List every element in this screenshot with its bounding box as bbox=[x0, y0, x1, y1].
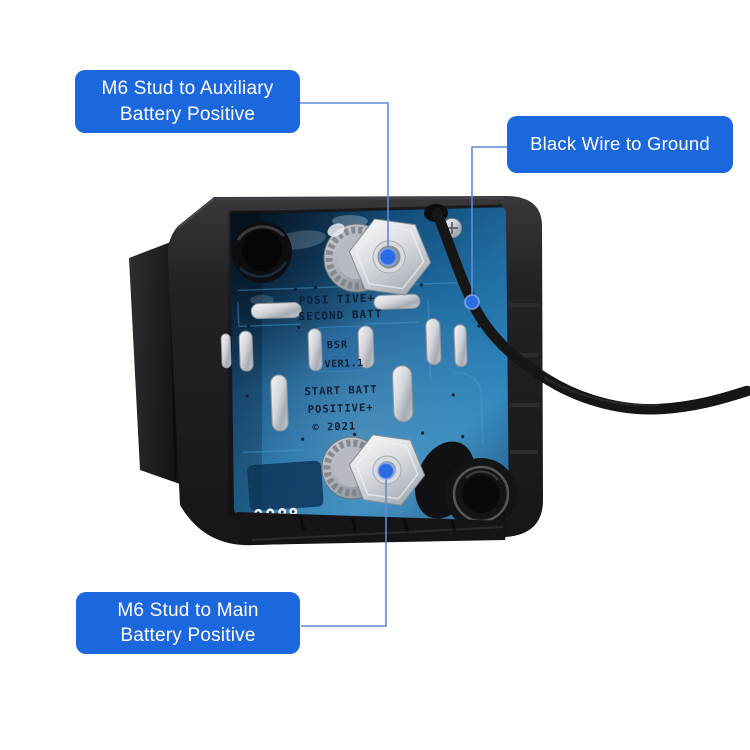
pcb-text-bsr: BSR bbox=[327, 340, 348, 352]
leader-line-main bbox=[301, 478, 387, 627]
vias bbox=[245, 283, 481, 441]
leader-line-ground bbox=[471, 146, 507, 296]
leader-line-aux bbox=[300, 102, 389, 250]
bsr-chip-area bbox=[315, 326, 364, 372]
pcb-text-start-batt: START BATT bbox=[304, 384, 378, 399]
screw-recess-top-left bbox=[232, 221, 292, 283]
pcb-text-copyright: © 2021 bbox=[312, 420, 356, 434]
screw-recess-bottom-right bbox=[445, 458, 517, 530]
pcb-silkscreen: POSI TIVE+ SECOND BATT BSR VER1.1 START … bbox=[298, 292, 382, 434]
bottom-rib-band bbox=[236, 512, 508, 545]
marker-dot-aux-stud bbox=[378, 247, 398, 267]
pcb-text-positive-bottom: POSITIVE+ bbox=[308, 402, 374, 416]
marker-dot-main-stud bbox=[377, 462, 395, 480]
callout-main-battery-label: M6 Stud to Main Battery Positive bbox=[76, 592, 300, 654]
solder-pads bbox=[220, 293, 468, 432]
mounting-flange bbox=[129, 240, 180, 484]
callout-aux-battery-label: M6 Stud to Auxiliary Battery Positive bbox=[75, 70, 300, 133]
pcb-text-second-batt: SECOND BATT bbox=[298, 307, 382, 323]
pcb-text-version: VER1.1 bbox=[324, 358, 363, 370]
pcb-text-positive-top: POSI TIVE+ bbox=[299, 292, 376, 308]
callout-ground-wire-label: Black Wire to Ground bbox=[507, 116, 733, 173]
marker-dot-ground-wire bbox=[464, 294, 480, 310]
